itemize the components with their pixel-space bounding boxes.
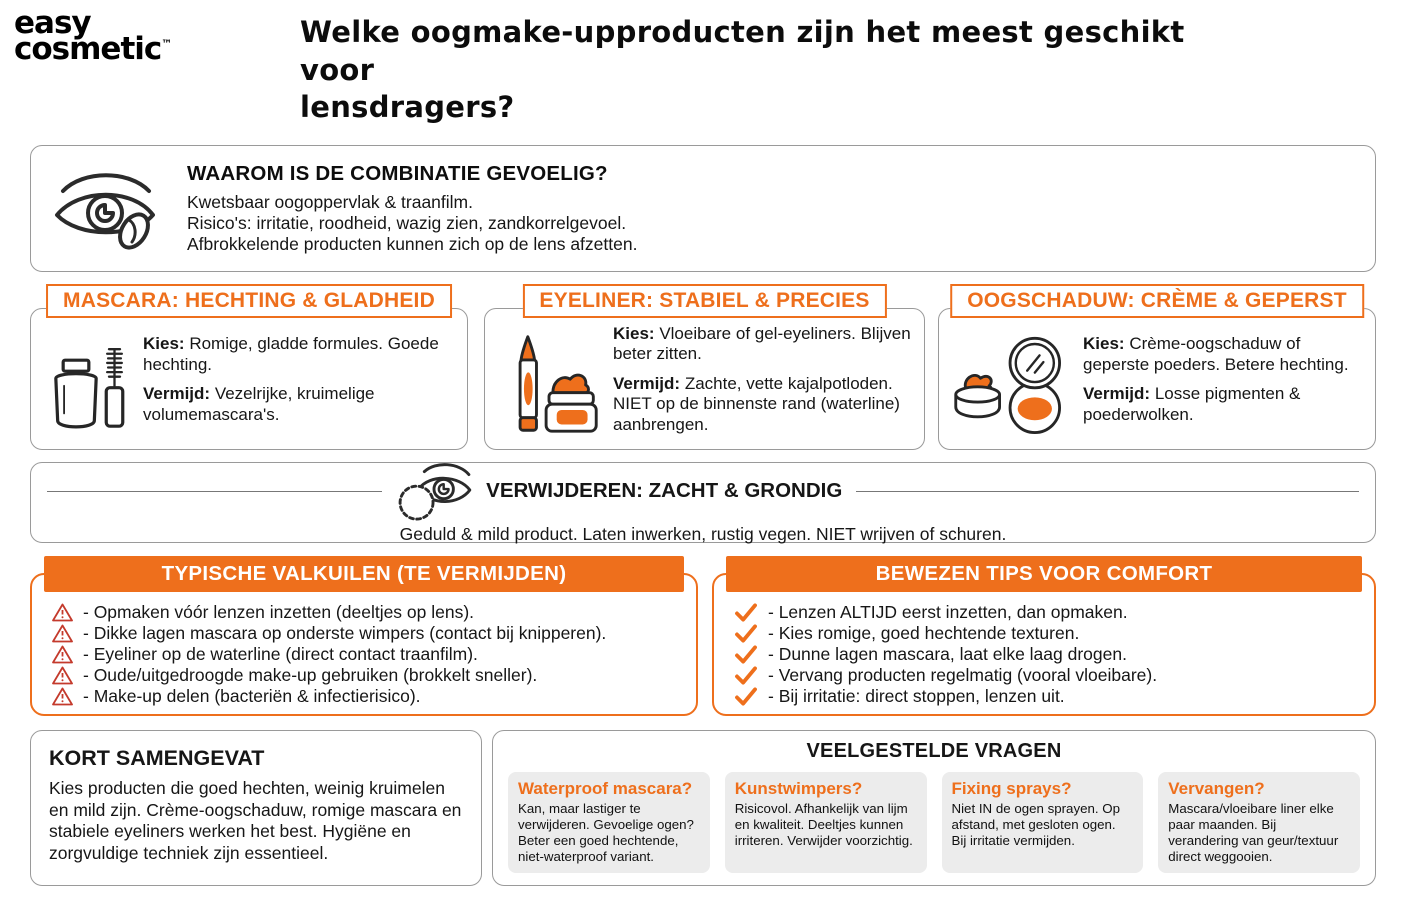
tip-item: - Lenzen ALTIJD eerst inzetten, dan opma… — [734, 602, 1362, 623]
checkmark-icon — [735, 624, 757, 643]
faq-card-waterproof: Waterproof mascara? Kan, maar lastiger t… — [508, 772, 710, 873]
why-sensitive-line: Kwetsbaar oogoppervlak & traanfilm. — [187, 192, 473, 212]
mascara-card-title: MASCARA: HECHTING & GLADHEID — [46, 284, 452, 318]
eyeliner-icon — [497, 331, 601, 437]
faq-card-fixing-sprays: Fixing sprays? Niet IN de ogen sprayen. … — [941, 772, 1144, 873]
pitfall-item: - Oude/uitgedroogde make-up gebruiken (b… — [52, 665, 684, 686]
warning-triangle-icon — [52, 687, 73, 706]
eye-cotton-pad-icon — [396, 460, 472, 522]
warning-triangle-icon — [52, 624, 73, 643]
eyeshadow-vermijd: Losse pigmenten & poederwolken. — [1083, 384, 1301, 424]
trademark-symbol: ™ — [161, 38, 173, 52]
tip-item: - Kies romige, goed hechtende texturen. — [734, 623, 1362, 644]
faq-title: VEELGESTELDE VRAGEN — [806, 740, 1062, 762]
kies-label: Kies: — [1083, 334, 1125, 353]
divider-line — [47, 490, 383, 492]
mascara-icon — [43, 332, 131, 436]
why-sensitive-section: WAAROM IS DE COMBINATIE GEVOELIG? Kwetsb… — [30, 145, 1376, 272]
removal-subtitle: Geduld & mild product. Laten inwerken, r… — [399, 524, 1007, 544]
faq-question: Waterproof mascara? — [518, 779, 693, 798]
checkmark-icon — [735, 666, 757, 685]
eyeliner-card-title: EYELINER: STABIEL & PRECIES — [522, 284, 887, 318]
page-title-line2: lensdragers? — [300, 90, 515, 125]
pitfall-item: - Dikke lagen mascara op onderste wimper… — [52, 623, 684, 644]
tips-title: BEWEZEN TIPS VOOR COMFORT — [726, 556, 1362, 592]
warning-triangle-icon — [52, 603, 73, 622]
tip-item: - Bij irritatie: direct stoppen, lenzen … — [734, 686, 1362, 707]
faq-question: Kunstwimpers? — [734, 779, 863, 798]
pitfall-item: - Opmaken vóór lenzen inzetten (deeltjes… — [52, 602, 684, 623]
pitfall-item: - Eyeliner op de waterline (direct conta… — [52, 644, 684, 665]
warning-triangle-icon — [52, 666, 73, 685]
kies-label: Kies: — [143, 334, 185, 353]
faq-question: Fixing sprays? — [951, 779, 1072, 798]
mascara-card-text: Kies: Romige, gladde formules. Goede hec… — [143, 334, 457, 434]
divider-line — [856, 490, 1359, 492]
vermijd-label: Vermijd: — [613, 373, 681, 393]
logo-line1: easy — [14, 5, 92, 41]
eyeliner-card-text: Kies: Vloeibare of gel-eyeliners. Blijve… — [613, 324, 914, 445]
eyeshadow-card-title: OOGSCHADUW: CRÈME & GEPERST — [950, 284, 1364, 318]
faq-answer: Risicovol. Afhankelijk van lijm en kwali… — [734, 801, 913, 848]
tip-item: - Vervang producten regelmatig (vooral v… — [734, 665, 1362, 686]
removal-section: VERWIJDEREN: ZACHT & GRONDIG Geduld & mi… — [30, 460, 1376, 544]
mascara-kies: Romige, gladde formules. Goede hechting. — [143, 334, 439, 374]
checkmark-icon — [735, 603, 757, 622]
summary-section: KORT SAMENGEVAT Kies producten die goed … — [30, 730, 482, 886]
checkmark-icon — [735, 645, 757, 664]
checkmark-icon — [735, 687, 757, 706]
eyeshadow-card-text: Kies: Crème-oogschaduw of geperste poede… — [1083, 334, 1365, 434]
faq-card-vervangen: Vervangen? Mascara/vloeibare liner elke … — [1158, 772, 1360, 873]
pitfalls-title: TYPISCHE VALKUILEN (TE VERMIJDEN) — [44, 556, 684, 592]
eyeliner-card: EYELINER: STABIEL & PRECIES Kies: Vloeib… — [484, 284, 925, 450]
why-sensitive-title: WAAROM IS DE COMBINATIE GEVOELIG? — [187, 162, 608, 185]
summary-title: KORT SAMENGEVAT — [49, 746, 265, 770]
removal-title: VERWIJDEREN: ZACHT & GRONDIG — [486, 479, 843, 502]
page-title: Welke oogmake-upproducten zijn het meest… — [300, 14, 1260, 127]
tips-section: BEWEZEN TIPS VOOR COMFORT - Lenzen ALTIJ… — [712, 556, 1376, 716]
pitfall-item: - Make-up delen (bacteriën & infectieris… — [52, 686, 684, 707]
faq-question: Vervangen? — [1168, 779, 1265, 798]
page-title-line1: Welke oogmake-upproducten zijn het meest… — [300, 15, 1185, 87]
brand-logo: easy cosmetic™ — [14, 5, 173, 68]
tip-item: - Dunne lagen mascara, laat elke laag dr… — [734, 644, 1362, 665]
faq-answer: Kan, maar lastiger te verwijderen. Gevoe… — [518, 801, 694, 864]
kies-label: Kies: — [613, 323, 655, 343]
faq-answer: Mascara/vloeibare liner elke paar maande… — [1168, 801, 1339, 864]
faq-card-kunstwimpers: Kunstwimpers? Risicovol. Afhankelijk van… — [724, 772, 927, 873]
eyeliner-vermijd: Zachte, vette kajalpotloden. NIET op de … — [613, 373, 900, 434]
eyeliner-kies: Vloeibare of gel-eyeliners. Blijven bete… — [613, 323, 911, 364]
eyeshadow-card: OOGSCHADUW: CRÈME & GEPERST Kies: Crème-… — [938, 284, 1376, 450]
why-sensitive-line: Risico's: irritatie, roodheid, wazig zie… — [187, 213, 627, 233]
summary-text: Kies producten die goed hechten, weinig … — [49, 778, 462, 863]
pitfalls-section: TYPISCHE VALKUILEN (TE VERMIJDEN) - Opma… — [30, 556, 698, 716]
logo-line2: cosmetic™ — [14, 31, 173, 68]
why-sensitive-line: Afbrokkelende producten kunnen zich op d… — [187, 234, 638, 254]
eyeshadow-icon — [951, 334, 1071, 434]
warning-triangle-icon — [52, 645, 73, 664]
mascara-vermijd: Vezelrijke, kruimelige volumemascara's. — [143, 384, 375, 424]
mascara-card: MASCARA: HECHTING & GLADHEID — [30, 284, 468, 450]
why-sensitive-content: WAAROM IS DE COMBINATIE GEVOELIG? Kwetsb… — [187, 162, 637, 255]
faq-answer: Niet IN de ogen sprayen. Op afstand, met… — [951, 801, 1121, 848]
eyeshadow-kies: Crème-oogschaduw of geperste poeders. Be… — [1083, 334, 1349, 374]
vermijd-label: Vermijd: — [1083, 384, 1151, 403]
vermijd-label: Vermijd: — [143, 384, 211, 403]
faq-section: VEELGESTELDE VRAGEN Waterproof mascara? … — [492, 730, 1376, 886]
eye-contact-lens-icon — [53, 165, 157, 253]
